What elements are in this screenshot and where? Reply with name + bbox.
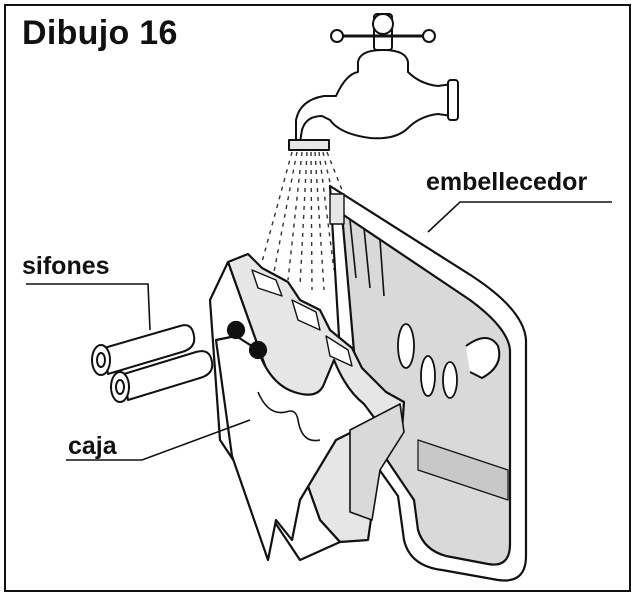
faucet bbox=[288, 13, 459, 151]
label-embellecedor: embellecedor bbox=[426, 168, 588, 196]
figure-title: Dibujo 16 bbox=[22, 14, 178, 52]
leader-lines bbox=[26, 201, 612, 461]
label-caja: caja bbox=[68, 432, 117, 460]
caja-drawer bbox=[208, 252, 406, 562]
water-spray bbox=[261, 151, 347, 291]
embellecedor-panel bbox=[328, 184, 528, 582]
label-sifones: sifones bbox=[22, 252, 110, 280]
sifones bbox=[91, 324, 214, 403]
